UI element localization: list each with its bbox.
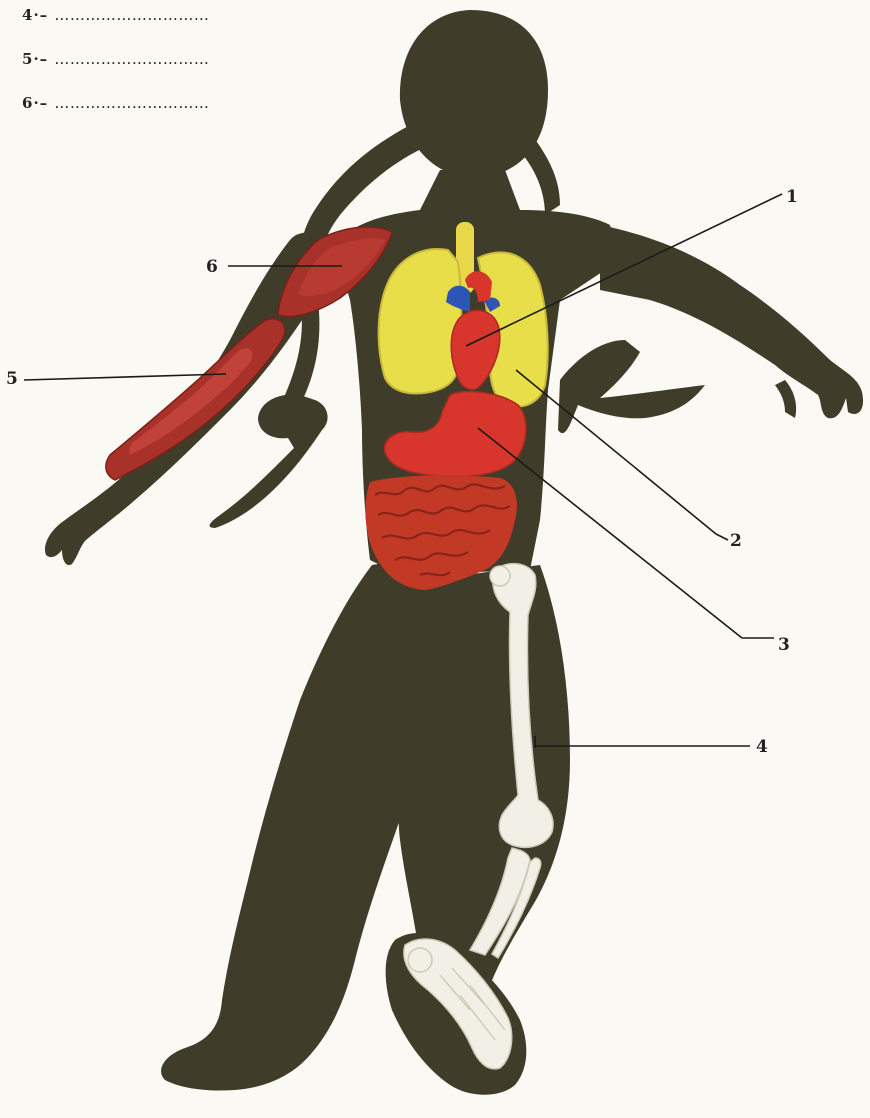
callout-label-1: 1 (786, 187, 798, 207)
callout-label-5: 5 (6, 369, 18, 389)
callout-label-3: 3 (778, 635, 790, 655)
callout-label-4: 4 (756, 737, 768, 757)
callout-label-6: 6 (206, 257, 218, 277)
callout-label-2: 2 (730, 531, 742, 551)
leader-line-5 (24, 374, 226, 380)
leader-line-2-tail (716, 534, 728, 540)
